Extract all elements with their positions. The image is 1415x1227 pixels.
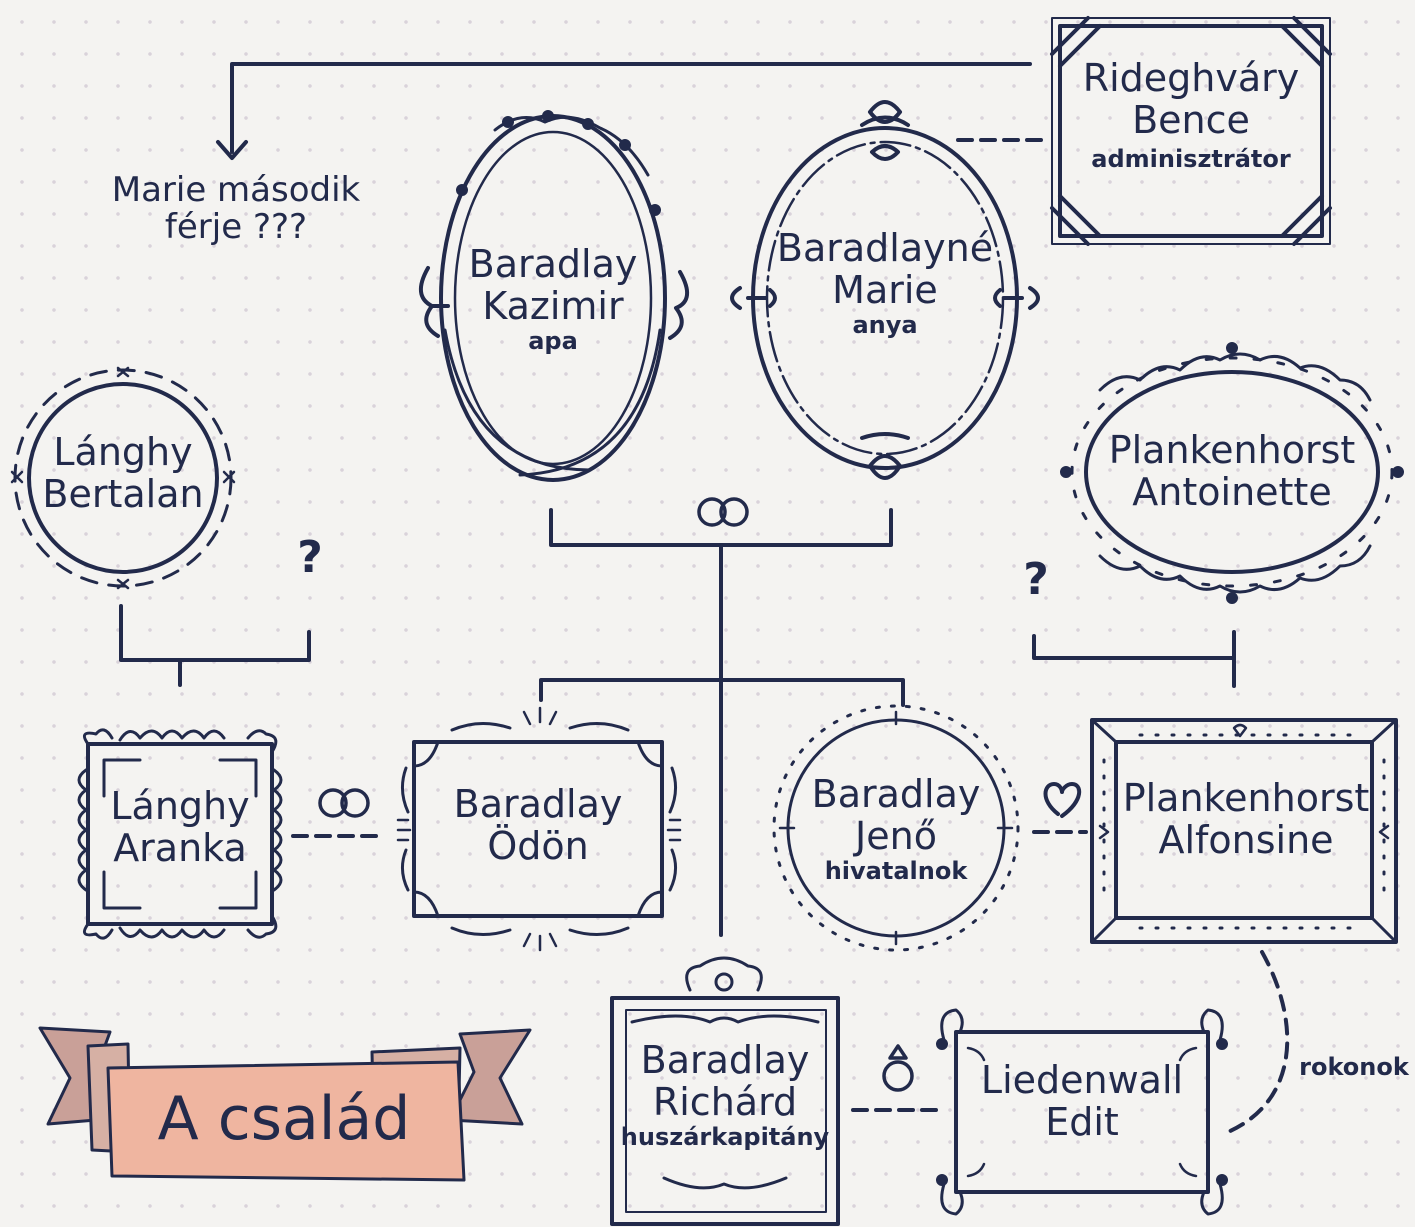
person-jeno-name2: Jenő (855, 813, 937, 858)
person-antoinette: Plankenhorst Antoinette (1094, 428, 1370, 514)
person-rideghvary: Rideghváry Bence adminisztrátor (1062, 56, 1320, 173)
engagement-ring-icon (882, 1044, 914, 1092)
connectors (119, 62, 1290, 1134)
person-edit-name2: Edit (1045, 1099, 1119, 1144)
frame-richard (610, 956, 840, 1226)
frame-kazimir (419, 110, 689, 482)
interlocked-rings-icon (697, 497, 749, 527)
frame-odon (396, 706, 682, 952)
person-alfonsine-name1: Plankenhorst (1122, 776, 1370, 820)
frame-alfonsine (1090, 718, 1398, 944)
person-marie: Baradlayné Marie anya (765, 226, 1005, 339)
frame-bertalan (10, 366, 236, 590)
person-richard: Baradlay Richárd huszárkapitány (616, 1038, 834, 1151)
frame-jeno (772, 704, 1020, 952)
person-jeno: Baradlay Jenő hivatalnok (796, 772, 996, 885)
note-relatives: rokonok (1299, 1053, 1409, 1081)
note-second-husband-line2: férje ??? (164, 207, 308, 248)
heart-icon (1043, 782, 1082, 818)
person-bertalan-name1: Lánghy (53, 430, 193, 474)
person-alfonsine-name2: Alfonsine (1158, 817, 1334, 862)
person-rideghvary-name2: Bence (1132, 97, 1250, 142)
person-jeno-role: hivatalnok (824, 856, 968, 885)
antoinette-bracket (1032, 630, 1236, 660)
children-bar (539, 678, 905, 707)
person-kazimir: Baradlay Kazimir apa (455, 242, 651, 355)
person-richard-role: huszárkapitány (620, 1122, 830, 1151)
diagram-title: A család (157, 1084, 411, 1154)
person-jeno-name1: Baradlay (811, 772, 981, 816)
person-edit: Liedenwall Edit (964, 1058, 1200, 1144)
person-rideghvary-name1: Rideghváry (1082, 56, 1300, 100)
person-bertalan-name2: Bertalan (42, 471, 204, 516)
link-relatives (1226, 950, 1290, 1134)
person-alfonsine: Plankenhorst Alfonsine (1120, 776, 1372, 862)
unknown-parent-right: ? (1023, 554, 1049, 605)
bertalan-bracket (119, 604, 311, 662)
frame-edit (936, 1008, 1228, 1216)
person-aranka-name1: Lánghy (110, 784, 250, 828)
frame-antoinette (1060, 342, 1404, 604)
person-kazimir-name2: Kazimir (482, 283, 624, 328)
person-marie-name2: Marie (832, 267, 938, 312)
frame-rideghvary (1050, 16, 1332, 246)
person-richard-name2: Richárd (652, 1079, 798, 1124)
note-second-husband: Marie második férje ??? (86, 170, 386, 248)
interlocked-rings-icon (318, 788, 370, 818)
title-banner (38, 1026, 532, 1182)
person-marie-name1: Baradlayné (776, 226, 994, 270)
unknown-parent-left: ? (297, 532, 323, 583)
note-second-husband-line1: Marie második (111, 170, 361, 210)
person-odon: Baradlay Ödön (418, 782, 658, 868)
person-odon-name1: Baradlay (453, 782, 623, 826)
person-aranka-name2: Aranka (113, 825, 247, 870)
frame-aranka (77, 728, 283, 940)
person-bertalan: Lánghy Bertalan (38, 430, 208, 516)
person-antoinette-name2: Antoinette (1132, 469, 1332, 514)
person-marie-role: anya (852, 310, 918, 339)
person-richard-name1: Baradlay (640, 1038, 810, 1082)
person-antoinette-name1: Plankenhorst (1108, 428, 1356, 472)
person-kazimir-role: apa (528, 326, 578, 355)
person-odon-name2: Ödön (487, 823, 589, 868)
person-kazimir-name1: Baradlay (468, 242, 638, 286)
frame-marie (730, 100, 1040, 480)
person-rideghvary-role: adminisztrátor (1091, 144, 1291, 173)
person-edit-name1: Liedenwall (980, 1058, 1184, 1102)
person-aranka: Lánghy Aranka (92, 784, 268, 870)
